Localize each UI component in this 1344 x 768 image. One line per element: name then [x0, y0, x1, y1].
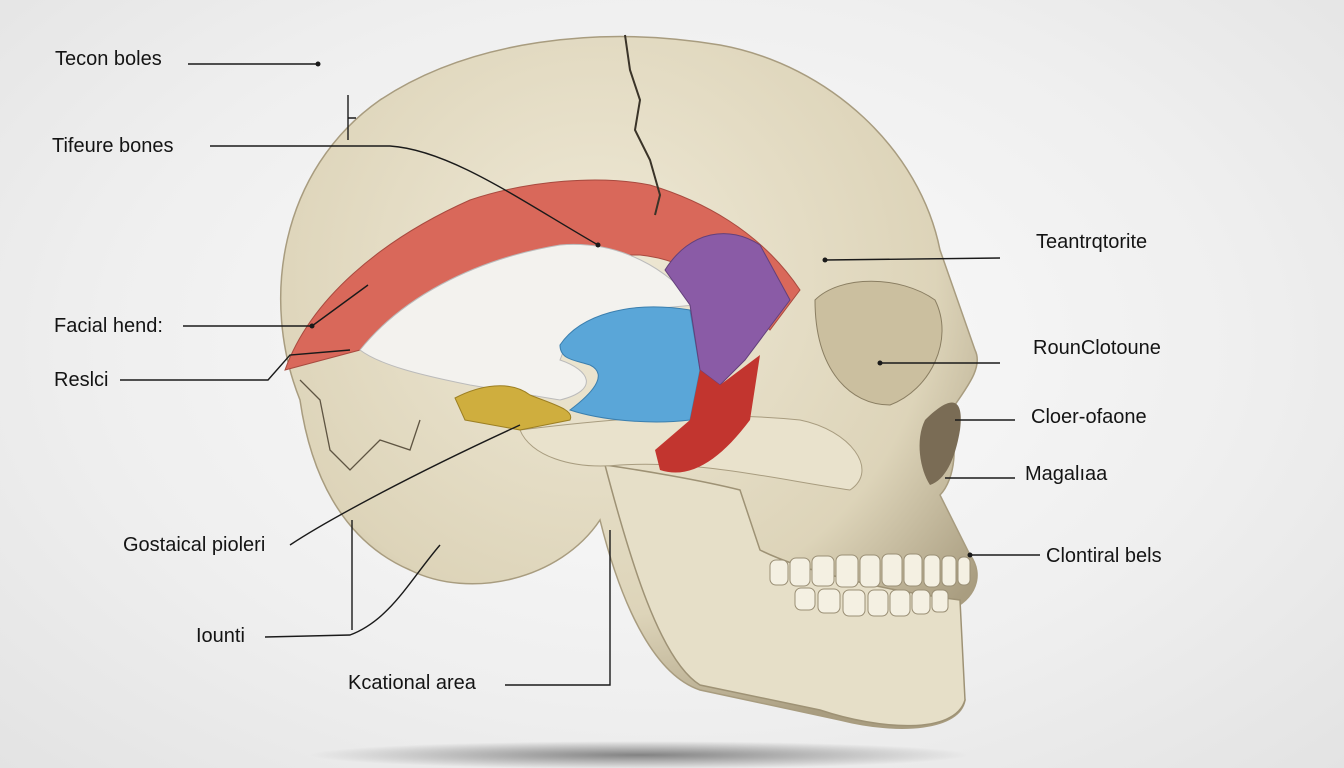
- label-gostaical-pioleri: Gostaical pioleri: [123, 534, 266, 556]
- label-rounclotoune: RounClotoune: [1033, 337, 1161, 359]
- label-kcational-area: Kcational area: [348, 672, 476, 694]
- label-magaliaa: Magalıaa: [1025, 463, 1108, 485]
- label-teantrqtorite: Teantrqtorite: [1036, 231, 1148, 253]
- dark-red-region: [655, 355, 760, 473]
- blue-region: [559, 306, 701, 423]
- leader-lines: [120, 63, 1040, 686]
- ground-shadow: [310, 741, 970, 768]
- nasal-cavity: [919, 402, 961, 485]
- label-iounti: Iounti: [196, 625, 245, 647]
- leader-dots: [309, 61, 973, 558]
- teeth: [769, 553, 971, 617]
- label-reslci: Reslci: [54, 369, 109, 391]
- suture-crack: [624, 34, 662, 216]
- label-tecon-boles: Tecon boles: [55, 48, 162, 70]
- purple-region: [664, 233, 791, 386]
- eye-orbit: [814, 280, 943, 406]
- suture-crack: [299, 379, 421, 471]
- mandible: [603, 464, 966, 727]
- label-cloer-ofaone: Cloer-ofaone: [1031, 406, 1147, 428]
- label-facial-hend: Facial hend:: [54, 315, 163, 337]
- label-tifeure-bones: Tifeure bones: [52, 135, 174, 157]
- label-clontiral-bels: Clontiral bels: [1046, 545, 1162, 567]
- yellow-region: [454, 385, 572, 431]
